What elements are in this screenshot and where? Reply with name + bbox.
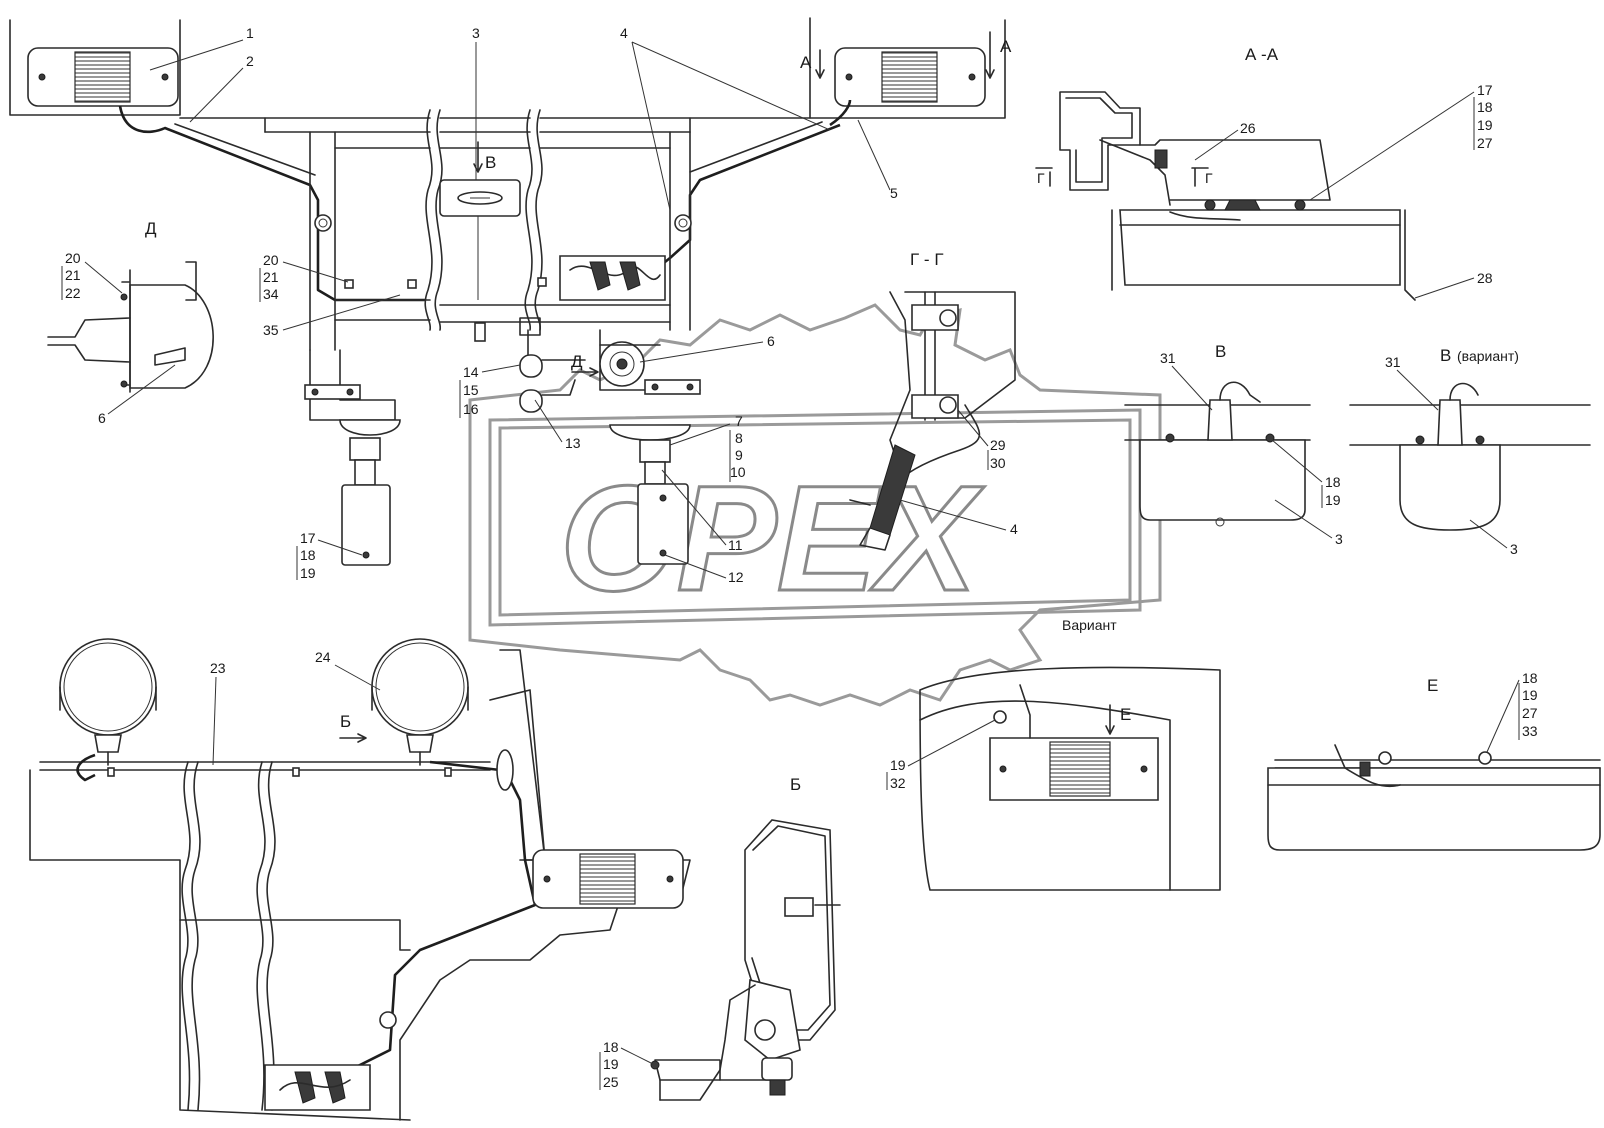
callout: 31 [1160,350,1176,366]
callout: 7 [735,413,743,429]
variant-label: Вариант [1062,617,1117,633]
view-arrow-label: В [485,153,496,172]
work-light-icon [371,638,469,766]
callout: 18 [300,547,316,563]
view-b: Б 18 19 25 [599,775,841,1101]
view-title: Е [1427,676,1438,695]
callout: 21 [65,267,81,283]
top-assembly [9,17,1006,566]
view-arrow-label: Е [1120,705,1131,724]
callout: 14 [463,364,479,380]
variant-e-detail: Е 19 32 [886,666,1221,891]
callout: 8 [735,430,743,446]
view-title: Д [145,219,157,238]
view-title: Г - Г [910,250,944,269]
callout: 16 [463,401,479,417]
callouts-top: 1 2 3 4 5 6 7 8 9 10 11 12 13 14 15 16 1… [149,25,1012,585]
callout: 5 [890,185,898,201]
callout: 18 [1522,670,1538,686]
callout: 15 [463,382,479,398]
view-v-variant: В (вариант) 31 3 [1349,346,1591,557]
callout: 19 [603,1056,619,1072]
callout: 18 [1477,99,1493,115]
callout: 34 [263,286,279,302]
work-light-icon [59,638,157,766]
view-title: Б [790,775,801,794]
callout: 19 [1325,492,1341,508]
section-gg: Г - Г 29 30 4 Вариант [849,250,1117,633]
callout: 21 [263,269,279,285]
callout: 35 [263,322,279,338]
connector-block-icon [559,255,666,301]
view-arrow-label: А [800,53,812,72]
callout: 29 [990,437,1006,453]
callout: 27 [1522,705,1538,721]
callout: 23 [210,660,226,676]
callout: 9 [735,447,743,463]
callout: 25 [603,1074,619,1090]
view-title: В [1440,346,1451,365]
view-note: (вариант) [1457,348,1519,364]
callout: 27 [1477,135,1493,151]
view-v: В 31 18 19 3 [1124,342,1343,547]
callout: 31 [1385,354,1401,370]
callout: 18 [603,1039,619,1055]
callout: 2 [246,53,254,69]
callout: 4 [1010,521,1018,537]
callout: 4 [620,25,628,41]
watermark-text: OPEX [560,454,985,622]
socket-icon [599,341,661,387]
connector-block-icon [264,1064,371,1111]
callout: 10 [730,464,746,480]
callout: 3 [472,25,480,41]
callout: 30 [990,455,1006,471]
callout: 13 [565,435,581,451]
callout: 26 [1240,120,1256,136]
view-e: Е 18 19 27 33 [1267,670,1601,851]
callout: 28 [1477,270,1493,286]
rear-lamp-icon [27,47,179,107]
callout: 11 [728,537,743,553]
callout: 33 [1522,723,1538,739]
watermark: OPEX [468,303,1162,707]
rear-lamp-icon [532,849,684,909]
rear-lamp-icon [834,47,986,107]
callout: 1 [246,25,254,41]
callout: 24 [315,649,331,665]
callout: 22 [65,285,81,301]
view-arrow-label: Д [571,352,583,371]
view-arrow-label: Г [1037,170,1045,186]
callout: 17 [1477,82,1493,98]
callout: 19 [890,757,906,773]
view-arrow-label: Б [340,712,351,731]
callout: 6 [98,410,106,426]
callout: 19 [1522,687,1538,703]
view-arrow-label: А [1000,37,1012,56]
view-title: В [1215,342,1226,361]
callout: 20 [263,252,279,268]
callout: 12 [728,569,744,585]
view-aa: А -А Г Г 26 17 18 19 27 28 [1035,45,1493,301]
callout: 18 [1325,474,1341,490]
license-plate-lamp-icon [439,179,521,300]
bottom-assembly: 23 24 Б [29,638,691,1121]
callout: 3 [1335,531,1343,547]
callout: 3 [1510,541,1518,557]
view-d: Д 20 21 22 6 [47,219,214,426]
view-arrow-label: Г [1205,170,1213,186]
callout: 19 [1477,117,1493,133]
callout: 17 [300,530,316,546]
callout: 20 [65,250,81,266]
callout: 32 [890,775,906,791]
callout: 6 [767,333,775,349]
callout: 19 [300,565,316,581]
view-title: А -А [1245,45,1279,64]
